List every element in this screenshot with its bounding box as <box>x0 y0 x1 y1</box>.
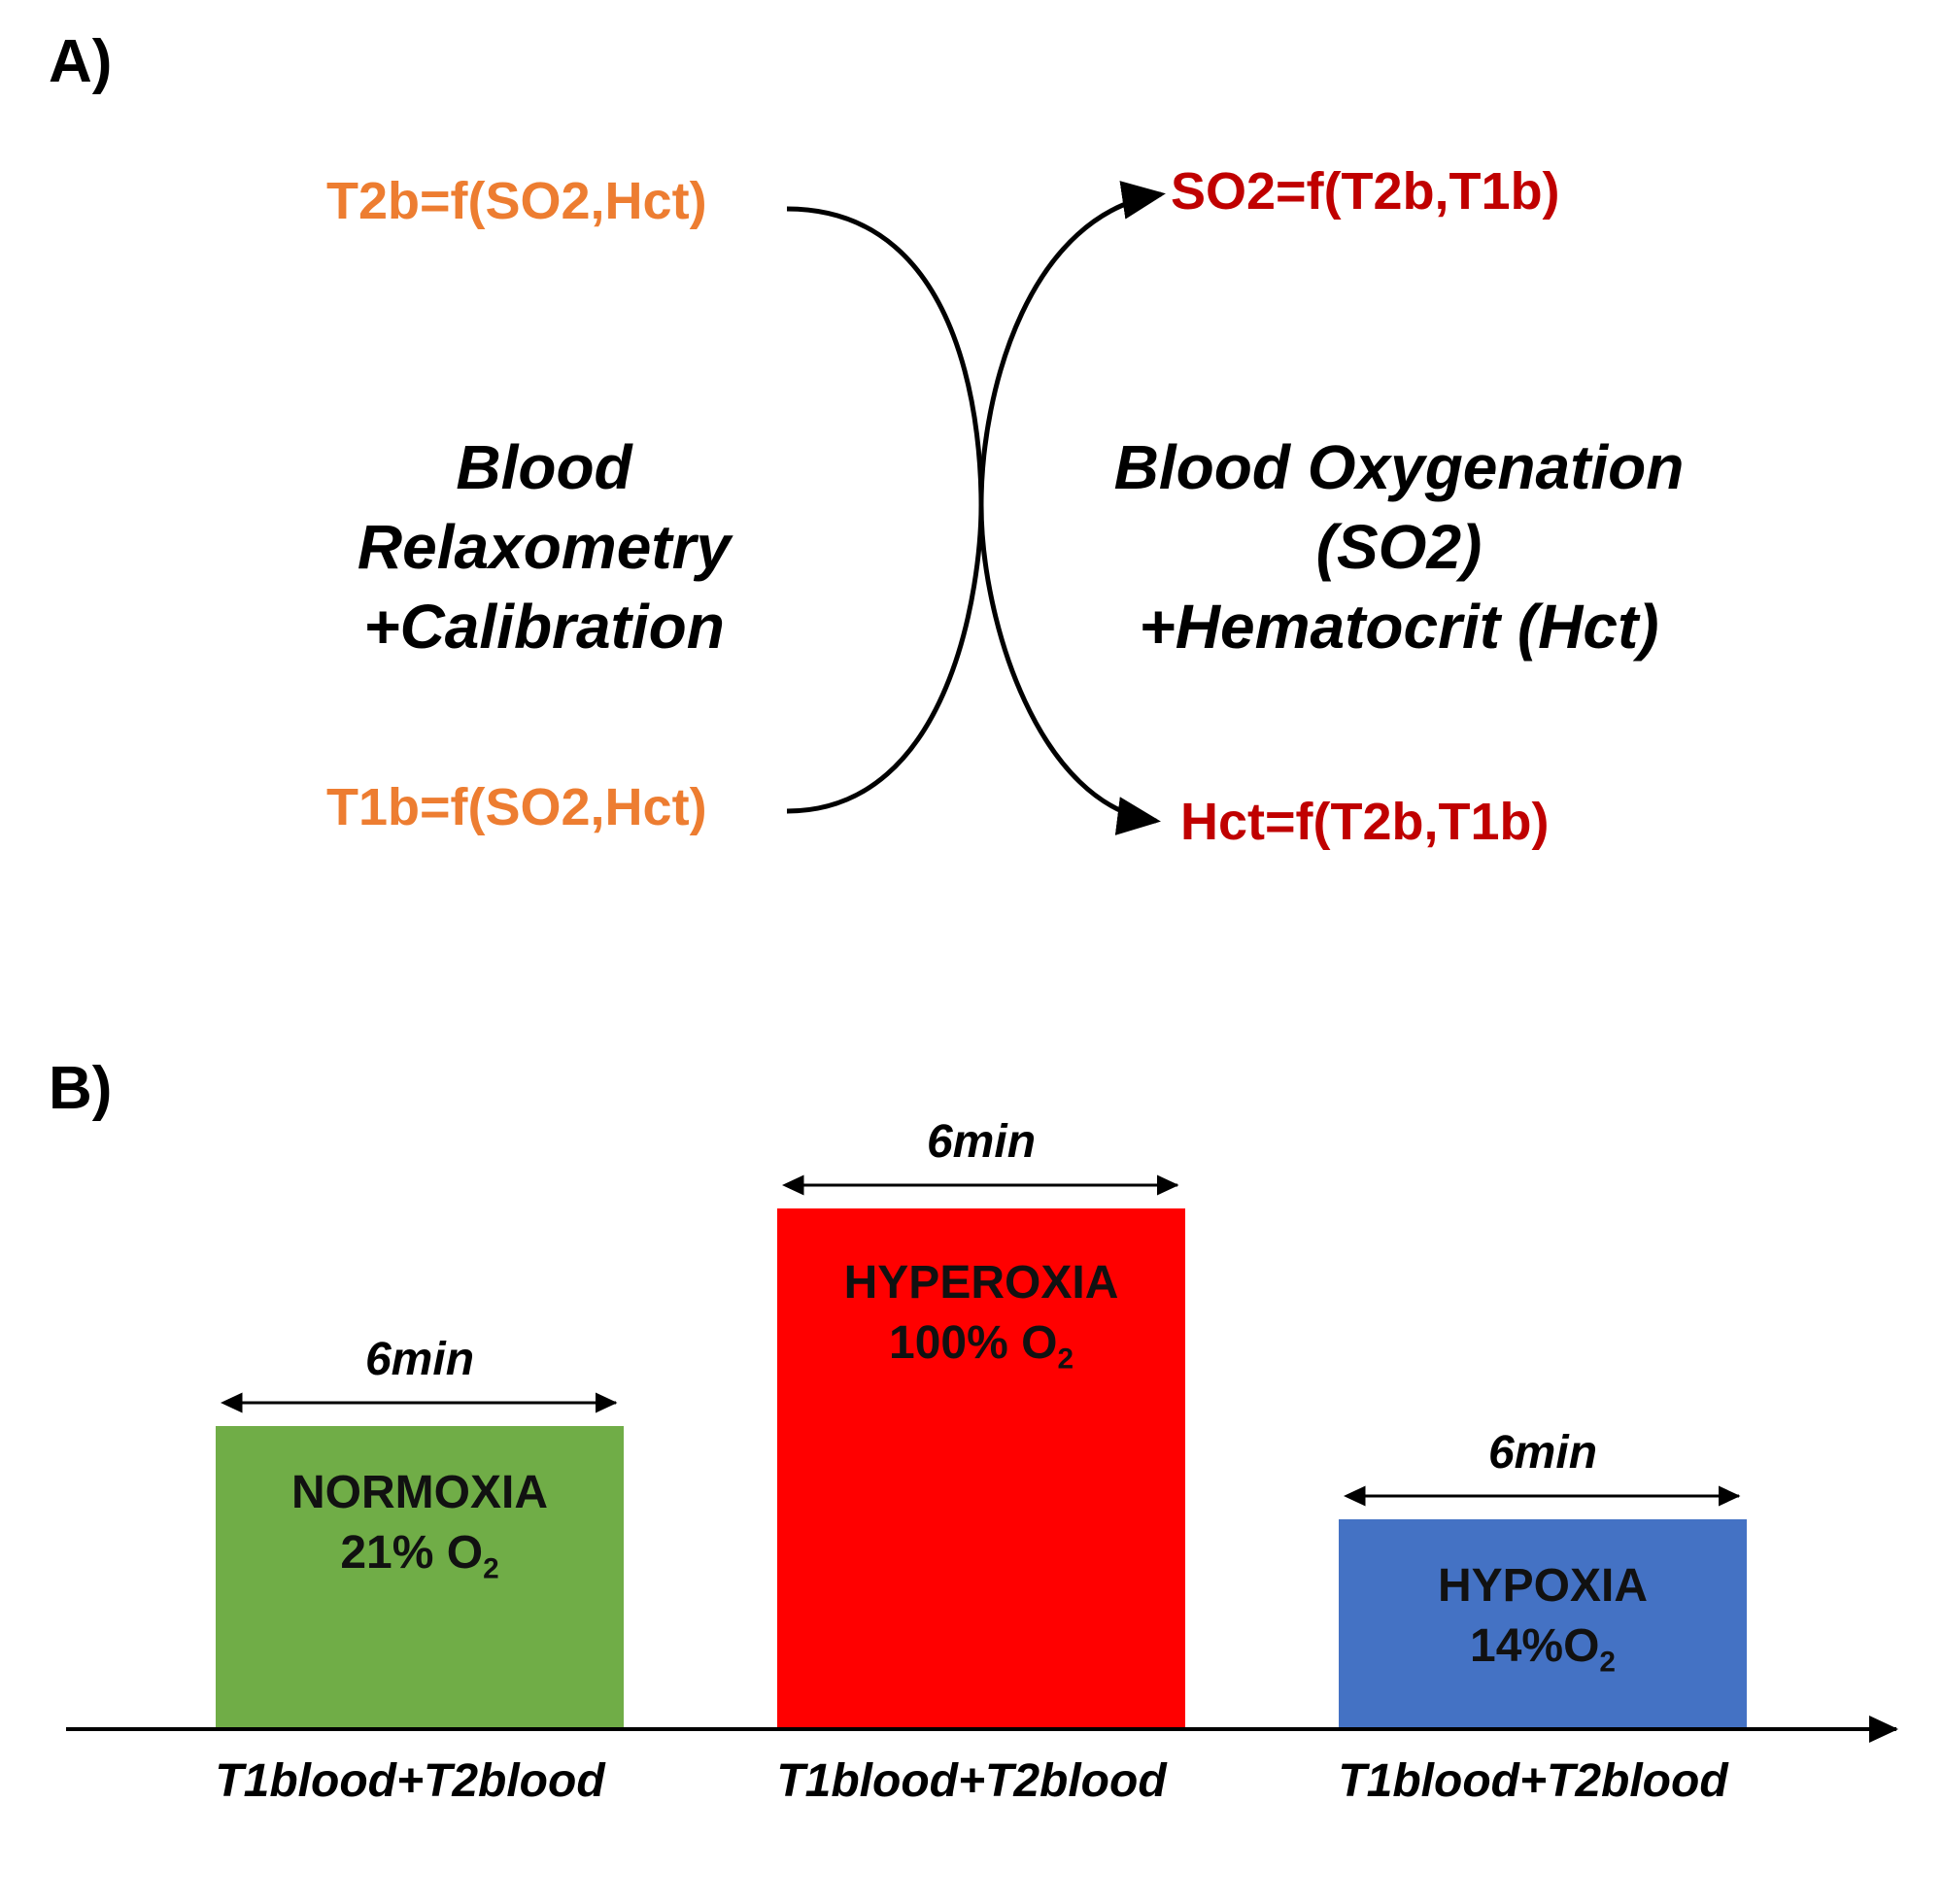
t1b-equation: T1b=f(SO2,Hct) <box>326 778 707 836</box>
oxygen-fraction: 21% O2 <box>340 1527 499 1585</box>
condition-bar-hypoxia: HYPOXIA 14%O2 <box>1339 1519 1747 1727</box>
arrow-to-hct <box>978 504 1161 835</box>
duration-label: 6min <box>1487 1427 1598 1479</box>
hct-equation: Hct=f(T2b,T1b) <box>1180 793 1550 851</box>
condition-name: HYPEROXIA <box>843 1257 1119 1309</box>
t2b-equation: T2b=f(SO2,Hct) <box>326 172 707 230</box>
condition-name: NORMOXIA <box>291 1467 548 1518</box>
blood-oxygenation-block: Blood Oxygenation (SO2) +Hematocrit (Hct… <box>1030 427 1768 666</box>
duration-label: 6min <box>364 1334 475 1385</box>
arrow-to-so2 <box>978 181 1166 506</box>
blood-relaxometry-block: Blood Relaxometry +Calibration <box>253 427 835 666</box>
condition-bar-hyperoxia: HYPEROXIA 100% O2 <box>777 1208 1185 1727</box>
left-block-line-2: Relaxometry <box>357 512 732 582</box>
condition-name: HYPOXIA <box>1437 1560 1649 1612</box>
panel-a-label: A) <box>49 28 113 95</box>
left-block-line-3: +Calibration <box>363 592 725 662</box>
right-block-line-1: Blood Oxygenation <box>1113 432 1685 502</box>
measurement-label: T1blood+T2blood <box>215 1755 605 1807</box>
right-block-line-3: +Hematocrit (Hct) <box>1139 592 1659 662</box>
converging-curve <box>786 206 984 814</box>
oxygen-fraction: 100% O2 <box>889 1317 1074 1376</box>
oxygen-fraction: 14%O2 <box>1470 1620 1616 1679</box>
condition-bar-normoxia: NORMOXIA 21% O2 <box>216 1426 624 1727</box>
measurement-label: T1blood+T2blood <box>776 1755 1167 1807</box>
so2-equation: SO2=f(T2b,T1b) <box>1171 162 1560 221</box>
duration-label: 6min <box>926 1116 1037 1168</box>
measurement-label: T1blood+T2blood <box>1338 1755 1728 1807</box>
panel-b-label: B) <box>49 1055 113 1122</box>
left-block-line-1: Blood <box>456 432 632 502</box>
right-block-line-2: (SO2) <box>1315 512 1483 582</box>
condition-label: NORMOXIA 21% O2 <box>216 1463 624 1583</box>
condition-label: HYPEROXIA 100% O2 <box>777 1253 1185 1374</box>
condition-label: HYPOXIA 14%O2 <box>1339 1556 1747 1677</box>
